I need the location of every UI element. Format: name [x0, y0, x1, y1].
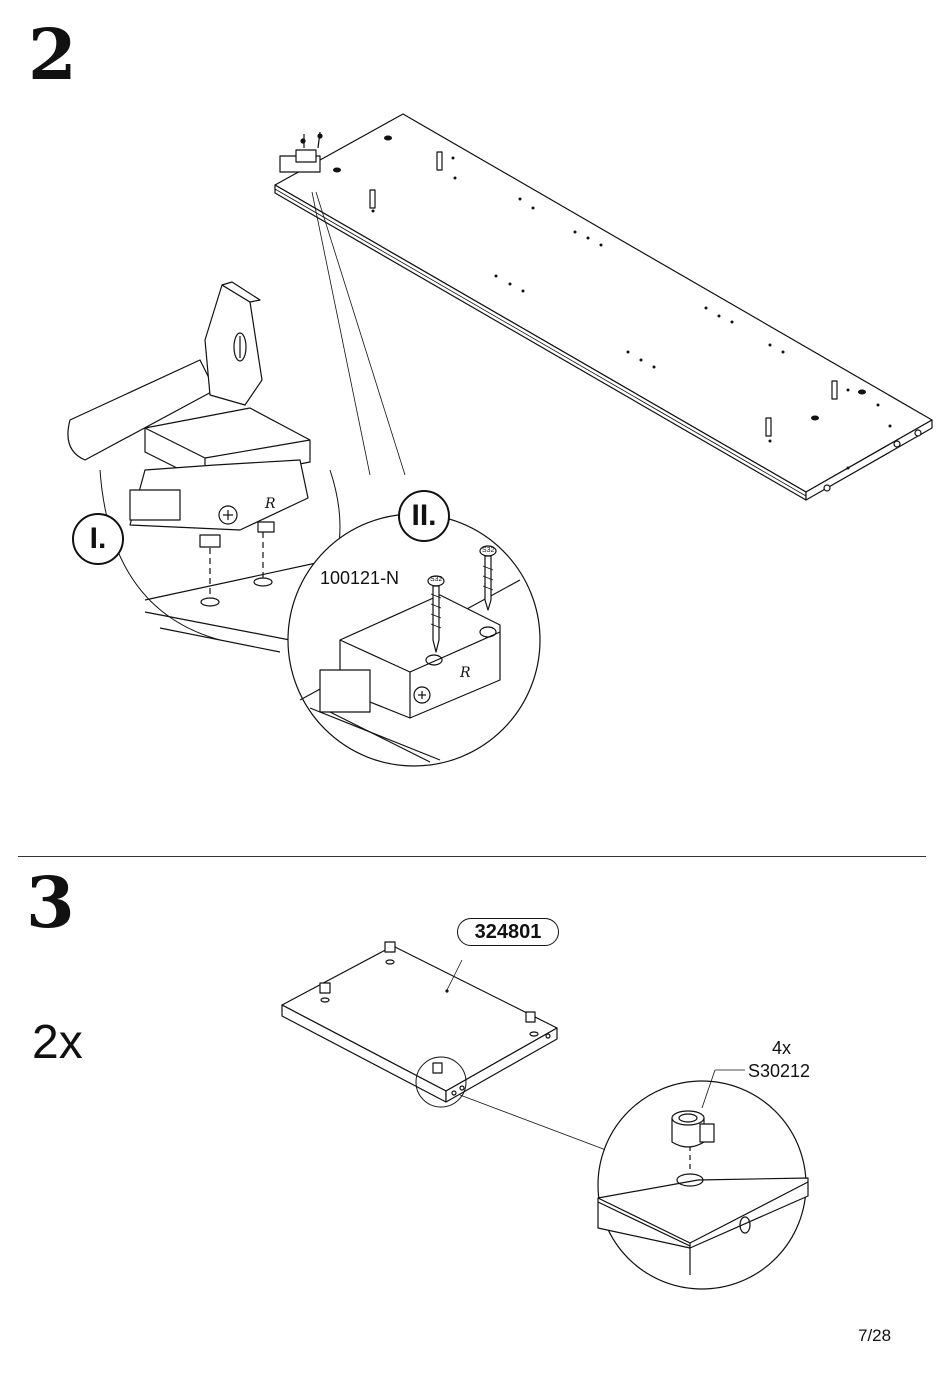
svg-text:R: R — [459, 665, 471, 681]
hardware-code-s30212: S30212 — [748, 1061, 810, 1082]
callout-I: I. — [72, 513, 124, 565]
screw-code-label-2: S32 — [482, 547, 494, 554]
step-quantity: 2x — [32, 1015, 83, 1070]
callout-II: II. — [398, 490, 450, 542]
small-panel — [282, 942, 557, 1107]
screw-code-label-1: S32 — [430, 576, 442, 583]
svg-text:R: R — [264, 496, 276, 512]
part-number-badge: 324801 — [457, 918, 559, 946]
detail-II-circle: R — [288, 514, 540, 766]
hardware-quantity: 4x — [772, 1038, 791, 1059]
long-panel — [275, 114, 932, 500]
step-number-2: 2 — [28, 20, 77, 90]
hardware-code-label: 100121-N — [320, 568, 399, 589]
step-divider — [18, 856, 926, 857]
step-number-3: 3 — [26, 868, 75, 938]
cam-detail-circle — [598, 1070, 808, 1289]
page-number: 7/28 — [858, 1326, 891, 1346]
